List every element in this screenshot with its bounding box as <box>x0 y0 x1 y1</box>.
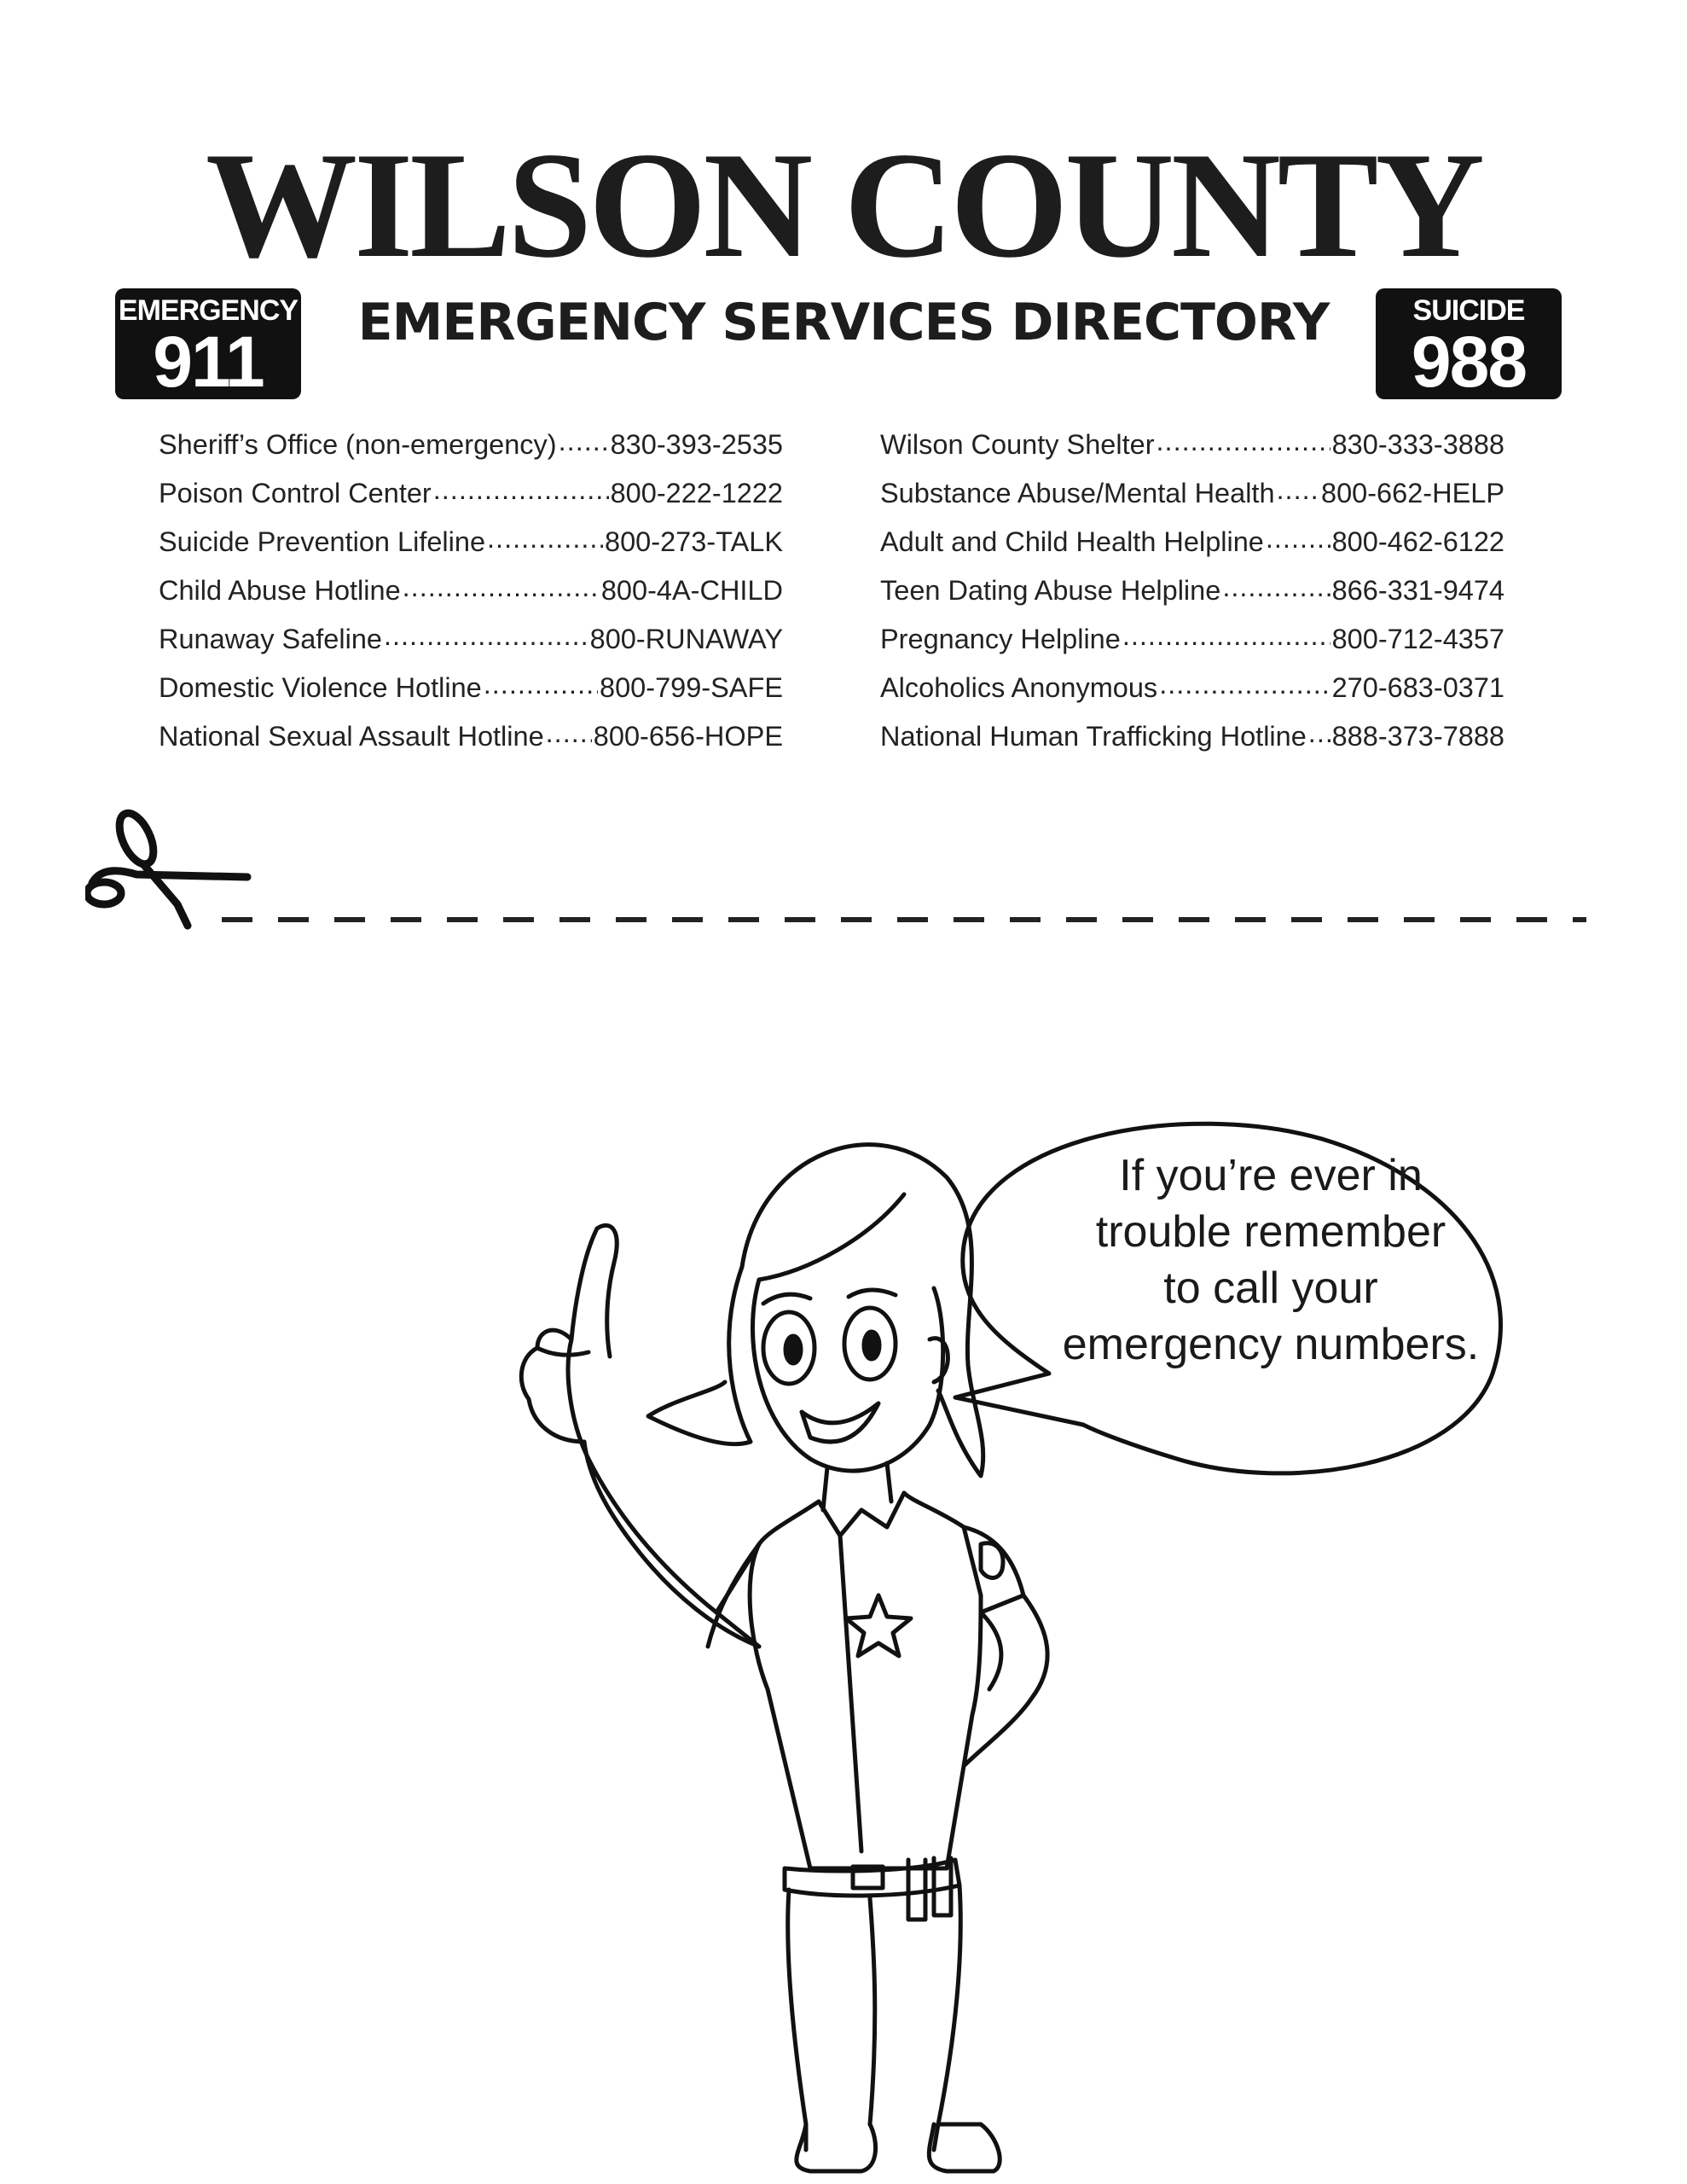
dot-leader <box>1122 623 1330 648</box>
suicide-988-badge: SUICIDE 988 <box>1376 288 1562 399</box>
dot-leader <box>1277 477 1319 502</box>
entry-phone: 800-273-TALK <box>605 526 783 557</box>
entry-name: Wilson County Shelter <box>880 429 1155 460</box>
directory-entry: Teen Dating Abuse Helpline 866-331-9474 <box>880 574 1504 623</box>
face <box>751 1277 946 1473</box>
entry-name: Suicide Prevention Lifeline <box>159 526 486 557</box>
scissors-icon <box>85 809 252 930</box>
entry-phone: 830-393-2535 <box>610 429 783 460</box>
speech-line: emergency numbers. <box>1062 1320 1480 1369</box>
dot-leader <box>546 720 592 746</box>
torso <box>747 1490 983 1871</box>
entry-phone: 800-RUNAWAY <box>589 624 783 654</box>
directory-entry: Sheriff’s Office (non-emergency) 830-393… <box>159 428 783 477</box>
speech-line: If you’re ever in <box>1119 1151 1423 1200</box>
entry-name: National Human Trafficking Hotline <box>880 721 1307 752</box>
badge-number: 988 <box>1411 322 1528 402</box>
entry-phone: 270-683-0371 <box>1331 672 1504 703</box>
dot-leader <box>559 428 609 454</box>
entry-phone: 800-656-HOPE <box>593 721 783 752</box>
speech-bubble <box>953 1121 1503 1476</box>
directory-right-column: Wilson County Shelter 830-333-3888 Subst… <box>880 428 1504 769</box>
entry-phone: 800-222-1222 <box>610 478 783 508</box>
dot-leader <box>403 574 600 600</box>
officer-illustration <box>519 1121 1503 2174</box>
raised-arm <box>565 1337 762 1649</box>
page-title: WILSON COUNTY <box>206 120 1485 289</box>
entry-name: Sheriff’s Office (non-emergency) <box>159 429 557 460</box>
directory-entry: Child Abuse Hotline 800-4A-CHILD <box>159 574 783 623</box>
hair <box>739 1142 986 1478</box>
entry-phone: 800-462-6122 <box>1331 526 1504 557</box>
entry-phone: 830-333-3888 <box>1331 429 1504 460</box>
dot-leader <box>487 526 603 551</box>
entry-phone: 800-712-4357 <box>1331 624 1504 654</box>
directory-entry: National Sexual Assault Hotline 800-656-… <box>159 720 783 769</box>
badge-label: EMERGENCY <box>118 294 299 327</box>
emergency-911-badge: EMERGENCY 911 <box>115 288 301 399</box>
entry-name: Adult and Child Health Helpline <box>880 526 1264 557</box>
speech-line: to call your <box>1163 1263 1378 1313</box>
directory-entry: Substance Abuse/Mental Health 800-662-HE… <box>880 477 1504 526</box>
entry-phone: 800-799-SAFE <box>600 672 783 703</box>
directory-left-column: Sheriff’s Office (non-emergency) 830-393… <box>159 428 783 769</box>
entry-name: Child Abuse Hotline <box>159 575 401 606</box>
entry-phone: 888-373-7888 <box>1331 721 1504 752</box>
directory-entry: Pregnancy Helpline 800-712-4357 <box>880 623 1504 671</box>
dot-leader <box>1266 526 1330 551</box>
dot-leader <box>1308 720 1330 746</box>
dot-leader <box>384 623 588 648</box>
entry-phone: 800-662-HELP <box>1321 478 1504 508</box>
entry-name: Alcoholics Anonymous <box>880 672 1158 703</box>
dot-leader <box>1157 428 1330 454</box>
speech-bubble-text: If you’re ever in trouble remember to ca… <box>1023 1147 1518 1373</box>
directory-entry: Wilson County Shelter 830-333-3888 <box>880 428 1504 477</box>
entry-name: Domestic Violence Hotline <box>159 672 482 703</box>
dot-leader <box>484 671 598 697</box>
entry-name: Runaway Safeline <box>159 624 382 654</box>
directory-entry: Poison Control Center 800-222-1222 <box>159 477 783 526</box>
entry-name: Substance Abuse/Mental Health <box>880 478 1275 508</box>
entry-name: National Sexual Assault Hotline <box>159 721 544 752</box>
entry-name: Poison Control Center <box>159 478 432 508</box>
dot-leader <box>1222 574 1330 600</box>
directory-entry: Runaway Safeline 800-RUNAWAY <box>159 623 783 671</box>
cut-line <box>85 809 1586 930</box>
badge-number: 911 <box>153 322 265 402</box>
entry-phone: 800-4A-CHILD <box>600 575 783 606</box>
directory-entry: Adult and Child Health Helpline 800-462-… <box>880 526 1504 574</box>
directory-entry: Suicide Prevention Lifeline 800-273-TALK <box>159 526 783 574</box>
mouth <box>799 1401 881 1444</box>
dot-leader <box>433 477 609 502</box>
page-subtitle: EMERGENCY SERVICES DIRECTORY <box>357 293 1330 352</box>
speech-line: trouble remember <box>1095 1207 1446 1257</box>
sheriff-star-icon <box>844 1593 913 1658</box>
entry-name: Teen Dating Abuse Helpline <box>880 575 1221 606</box>
entry-name: Pregnancy Helpline <box>880 624 1121 654</box>
directory-entry: Domestic Violence Hotline 800-799-SAFE <box>159 671 783 720</box>
dot-leader <box>1159 671 1330 697</box>
entry-phone: 866-331-9474 <box>1331 575 1504 606</box>
legs <box>786 1883 963 2152</box>
directory-entry: National Human Trafficking Hotline 888-3… <box>880 720 1504 769</box>
badge-label: SUICIDE <box>1412 294 1526 327</box>
directory-entry: Alcoholics Anonymous 270-683-0371 <box>880 671 1504 720</box>
